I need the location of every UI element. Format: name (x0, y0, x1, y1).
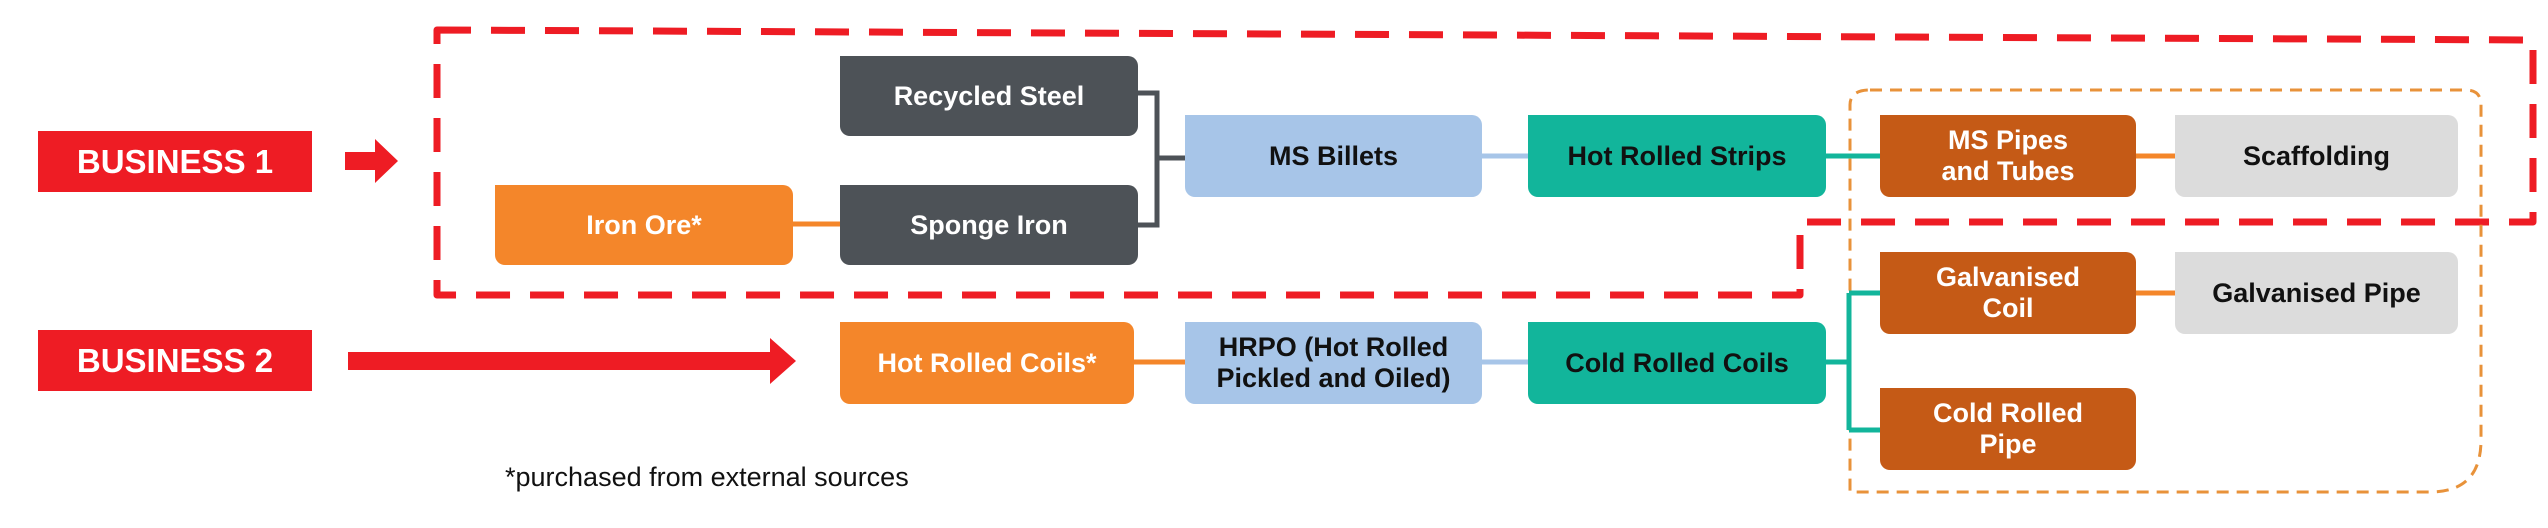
node-cold-rolled-pipe: Cold Rolled Pipe (1880, 388, 2136, 470)
node-hot-rolled-coils: Hot Rolled Coils* (840, 322, 1134, 404)
node-hot-rolled-strips: Hot Rolled Strips (1528, 115, 1826, 197)
node-sponge-iron: Sponge Iron (840, 185, 1138, 265)
business-2-arrow (348, 338, 796, 384)
node-recycled-steel: Recycled Steel (840, 56, 1138, 136)
node-cold-rolled-coils: Cold Rolled Coils (1528, 322, 1826, 404)
node-galvanised-pipe: Galvanised Pipe (2175, 252, 2458, 334)
connector-crc-bracket (1826, 290, 1880, 433)
node-ms-billets: MS Billets (1185, 115, 1482, 197)
connector-bracket-billets (1138, 90, 1185, 228)
business-1-label: BUSINESS 1 (38, 131, 312, 192)
business-1-arrow (345, 139, 398, 183)
node-scaffolding: Scaffolding (2175, 115, 2458, 197)
products-boundary (1848, 88, 2483, 494)
business-1-boundary (433, 26, 2537, 299)
node-galvanised-coil: Galvanised Coil (1880, 252, 2136, 334)
node-hrpo: HRPO (Hot Rolled Pickled and Oiled) (1185, 322, 1482, 404)
footnote: *purchased from external sources (505, 462, 909, 492)
business-2-label: BUSINESS 2 (38, 330, 312, 391)
node-ms-pipes-and-tubes: MS Pipes and Tubes (1880, 115, 2136, 197)
node-iron-ore: Iron Ore* (495, 185, 793, 265)
